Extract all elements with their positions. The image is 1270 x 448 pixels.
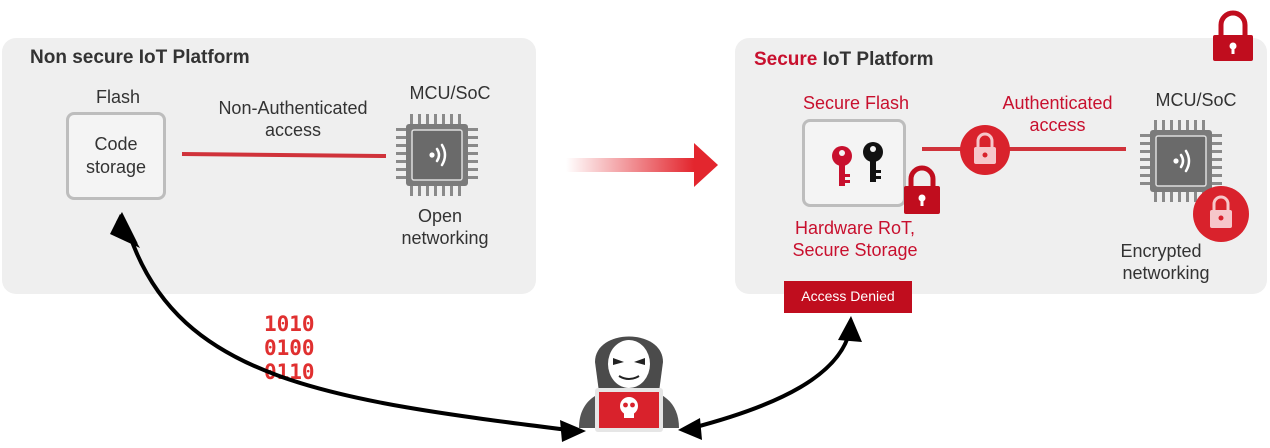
- non-auth-access-line2: access: [264, 120, 322, 140]
- hacker-icon: [579, 336, 679, 432]
- attack-arrow-left: [110, 212, 586, 442]
- attack-arrow-right: [678, 316, 862, 440]
- non-secure-title: Non secure IoT Platform: [30, 47, 250, 68]
- binary-line-3: 0110: [264, 360, 315, 384]
- rot-line2: Secure Storage: [792, 240, 918, 260]
- code-storage-line1: Code: [94, 134, 138, 154]
- code-storage-box: [66, 112, 166, 200]
- auth-access-line1: Authenticated: [1002, 93, 1113, 113]
- code-storage-line2: storage: [85, 157, 147, 177]
- mcu-chip-icon-left: [394, 112, 480, 198]
- secure-title-accent: Secure: [754, 49, 818, 70]
- auth-access-line2: access: [1029, 115, 1086, 135]
- networking-line1-left: Open: [417, 206, 463, 226]
- secure-title: Secure IoT Platform: [754, 49, 934, 71]
- secure-flash-label: Secure Flash: [802, 93, 910, 113]
- red-key-icon: [832, 146, 852, 186]
- networking-line2-left: networking: [401, 228, 489, 248]
- padlock-circle-icon: [960, 125, 1010, 175]
- networking-line1-right: Encrypted: [1120, 241, 1202, 261]
- mcu-label-left: MCU/SoC: [409, 83, 491, 103]
- skull-icon: [620, 397, 638, 418]
- non-auth-line: [181, 152, 387, 158]
- binary-line-1: 1010: [264, 312, 315, 336]
- binary-line-2: 0100: [264, 336, 315, 360]
- rot-line1: Hardware RoT,: [794, 218, 916, 238]
- secure-title-rest: IoT Platform: [817, 49, 934, 70]
- top-padlock-icon: [1213, 10, 1253, 61]
- non-auth-access-line1: Non-Authenticated: [218, 98, 368, 118]
- black-key-icon: [863, 142, 883, 182]
- mcu-label-right: MCU/SoC: [1155, 90, 1237, 110]
- access-denied-badge: Access Denied: [784, 281, 912, 313]
- secure-flash-box: [802, 119, 906, 207]
- flash-padlock-icon: [904, 165, 940, 214]
- networking-line2-right: networking: [1122, 263, 1210, 283]
- flash-label: Flash: [96, 87, 141, 107]
- transition-arrow-icon: [566, 143, 718, 187]
- chip-lock-icon: [1193, 186, 1249, 242]
